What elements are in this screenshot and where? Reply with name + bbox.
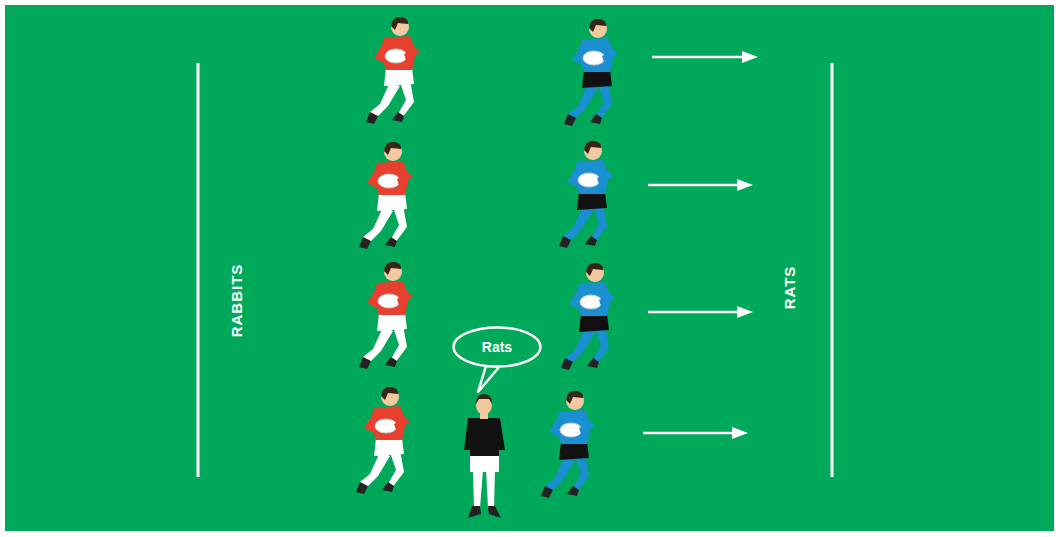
rabbits-line <box>197 63 200 477</box>
rats-line <box>831 63 834 477</box>
speech-tail <box>478 366 500 392</box>
pitch <box>5 5 1054 531</box>
rats-line-label: RATS <box>781 265 798 309</box>
red-players <box>356 17 420 494</box>
run-arrows <box>643 51 758 439</box>
rabbits-line-label: RABBITS <box>228 263 245 337</box>
speech-text: Rats <box>482 339 512 355</box>
speech-bubble: Rats <box>452 326 542 368</box>
referee <box>464 394 505 518</box>
blue-players <box>541 19 618 498</box>
